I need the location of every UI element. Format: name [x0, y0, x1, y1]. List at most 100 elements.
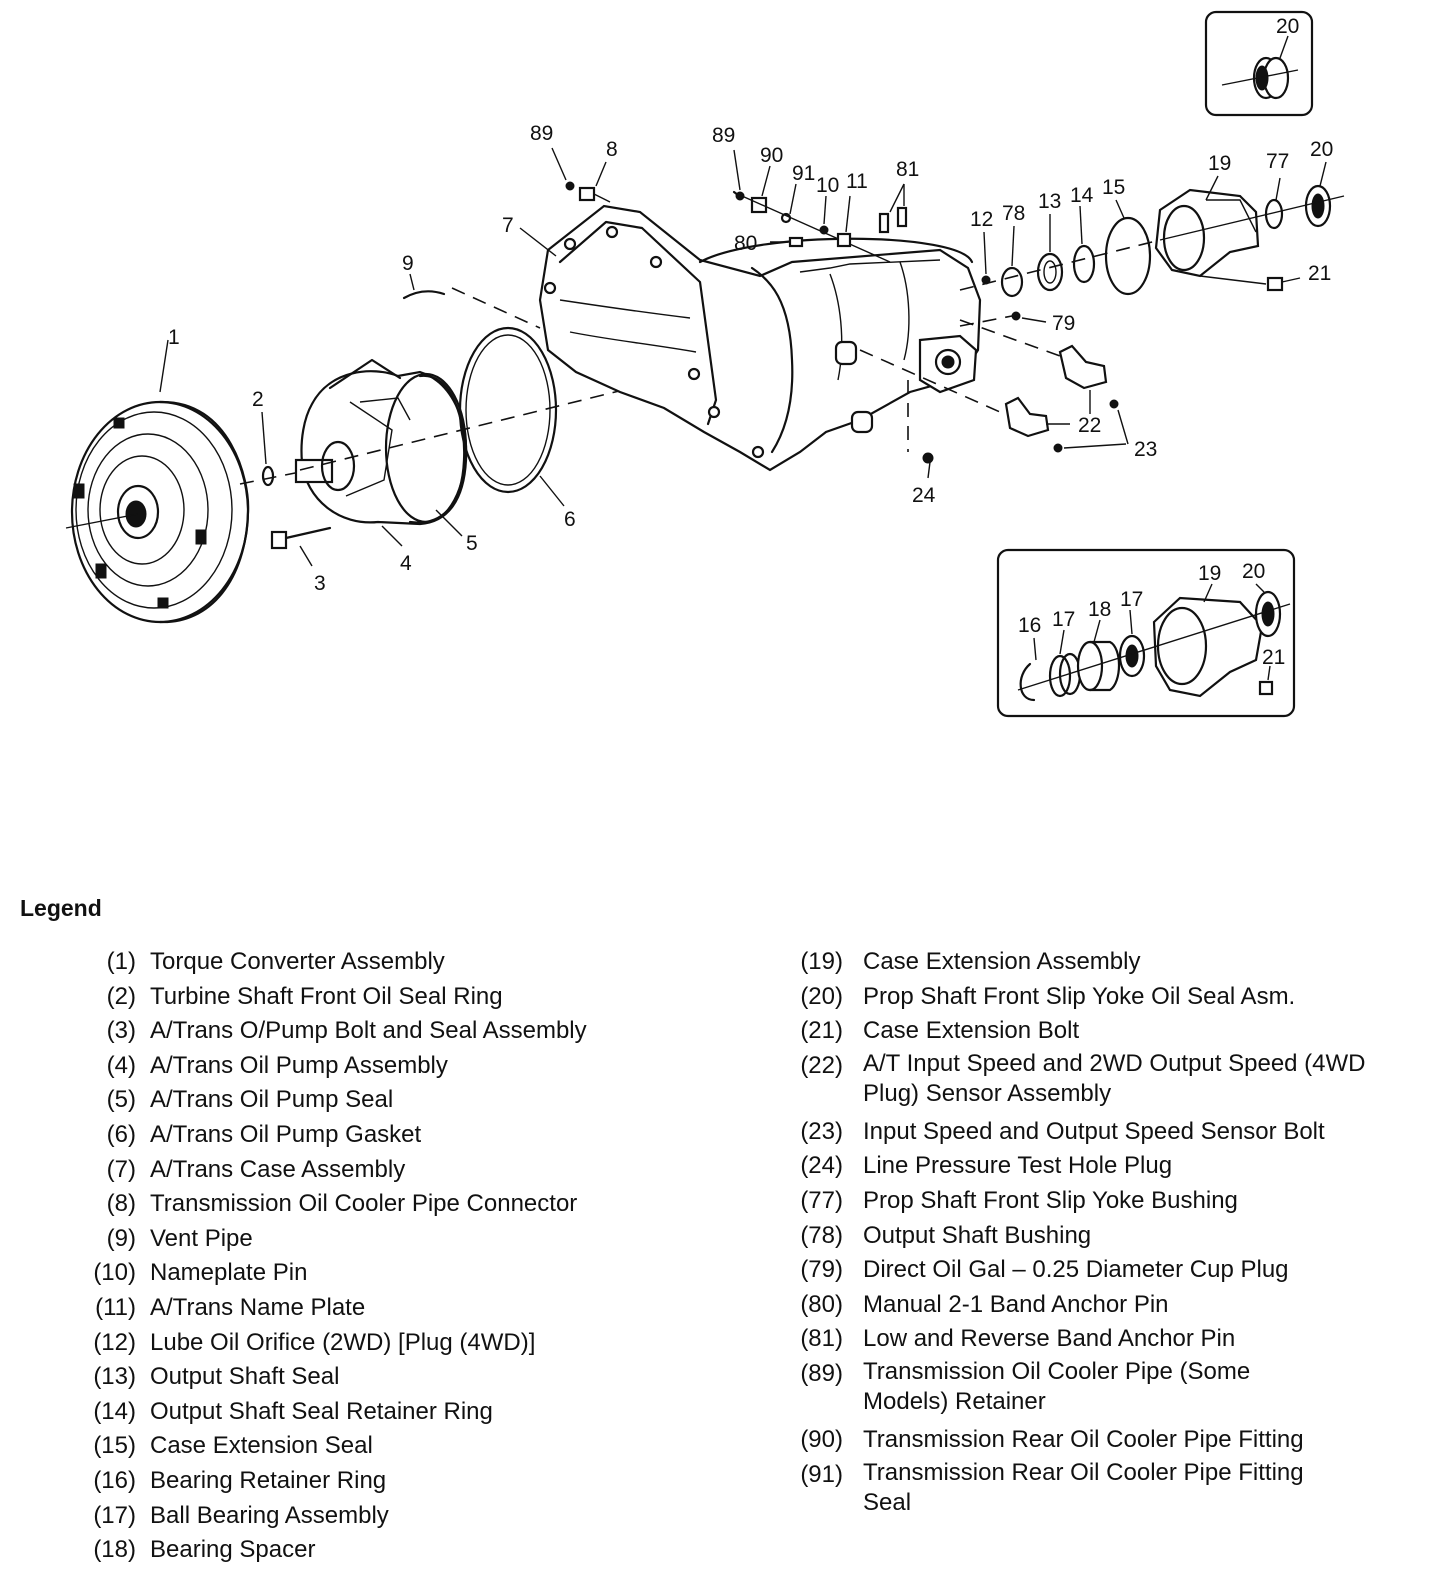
legend-item: (20)Prop Shaft Front Slip Yoke Oil Seal … [788, 980, 1448, 1015]
legend-num: (12) [93, 1328, 136, 1356]
speed-sensors [859, 319, 1129, 479]
callout-inset-20: 20 [1276, 15, 1299, 38]
legend-num: (16) [93, 1466, 136, 1494]
turbine-seal-ring [239, 411, 301, 487]
callout-89b: 89 [712, 124, 735, 147]
legend-item: (6)A/Trans Oil Pump Gasket [58, 1118, 738, 1153]
legend-item: (12) Lube Oil Orifice (2WD) [Plug (4WD)] [58, 1326, 738, 1361]
callout-10: 10 [816, 174, 839, 197]
legend-title: Legend [20, 895, 102, 921]
callout-1: 1 [168, 326, 180, 349]
callout-91: 91 [792, 162, 815, 185]
legend-item: (23) Input Speed and Output Speed Sensor … [788, 1115, 1448, 1150]
legend-num: (13) [93, 1363, 136, 1391]
vent-pipe [402, 273, 541, 329]
legend-label: Prop Shaft Front Slip Yoke Oil Seal Asm. [863, 982, 1296, 1010]
legend-num: (23) [800, 1117, 843, 1145]
legend-label: A/Trans O/Pump Bolt and Seal Assembly [150, 1017, 587, 1045]
legend-item: (13)Output Shaft Seal [58, 1360, 738, 1395]
callout-15: 15 [1102, 176, 1125, 199]
callout-78: 78 [1002, 202, 1025, 225]
legend-num: (91) [800, 1460, 843, 1488]
legend-num: (77) [800, 1186, 843, 1214]
legend-item: (2)Turbine Shaft Front Oil Seal Ring [58, 980, 738, 1015]
case-extension [1154, 161, 1345, 292]
legend-label: A/Trans Oil Pump Seal [150, 1086, 394, 1114]
legend-num: (24) [800, 1152, 843, 1180]
legend-item: (17)Ball Bearing Assembly [58, 1499, 738, 1534]
transmission-case [519, 204, 982, 472]
callout-4: 4 [400, 552, 412, 575]
legend-item: (7) A/Trans Case Assembly [58, 1153, 738, 1188]
legend-label: Output Shaft Seal Retainer Ring [150, 1397, 493, 1425]
oil-pump-seal [408, 374, 466, 537]
exploded-transmission-diagram: 20 [65, 10, 1345, 718]
legend-label: A/Trans Case Assembly [150, 1155, 406, 1183]
legend-num: (8) [106, 1190, 136, 1218]
callout-3: 3 [314, 572, 326, 595]
legend-label: Lube Oil Orifice (2WD) [Plug (4WD)] [150, 1328, 536, 1356]
inset-top: 20 [1204, 10, 1314, 117]
callout-77: 77 [1266, 150, 1289, 173]
legend-num: (80) [800, 1290, 843, 1318]
legend-label: Turbine Shaft Front Oil Seal Ring [150, 982, 503, 1010]
callout-inset-18: 18 [1088, 598, 1111, 621]
legend-label: Torque Converter Assembly [150, 948, 445, 975]
legend-label: Line Pressure Test Hole Plug [863, 1152, 1173, 1180]
callout-6: 6 [564, 508, 576, 531]
legend-num: (90) [800, 1425, 843, 1453]
callout-inset-16: 16 [1018, 614, 1041, 637]
legend-item: (77) Prop Shaft Front Slip Yoke Bushing [788, 1184, 1448, 1219]
legend-label: A/Trans Oil Pump Assembly [150, 1051, 448, 1079]
cup-plug [959, 311, 1047, 327]
legend-item: (8) Transmission Oil Cooler Pipe Connecto… [58, 1187, 738, 1222]
callout-inset-21: 21 [1262, 646, 1285, 669]
legend-item: (18)Bearing Spacer [58, 1533, 738, 1568]
legend-label: Direct Oil Gal – 0.25 Diameter Cup Plug [863, 1256, 1289, 1284]
legend-label: Transmission Oil Cooler Pipe Connector [150, 1190, 578, 1218]
legend-item: (5) A/Trans Oil Pump Seal [58, 1083, 738, 1118]
callout-inset-20b: 20 [1242, 560, 1265, 583]
callout-21: 21 [1308, 262, 1331, 285]
legend-item: (79)Direct Oil Gal – 0.25 Diameter Cup P… [788, 1253, 1448, 1288]
callout-labels: 1 2 3 4 5 6 7 8 9 89 89 90 91 10 11 81 8… [168, 122, 1333, 595]
legend-label: Bearing Spacer [150, 1536, 316, 1564]
legend-num: (78) [800, 1221, 843, 1249]
legend-label: Manual 2-1 Band Anchor Pin [863, 1290, 1169, 1318]
callout-90: 90 [760, 144, 783, 167]
legend-label: Vent Pipe [150, 1224, 253, 1252]
legend-item: (78) Output Shaft Bushing [788, 1219, 1448, 1254]
legend-num: (9) [106, 1224, 136, 1252]
legend-label: A/Trans Oil Pump Gasket [150, 1120, 422, 1148]
legend-num: (81) [800, 1325, 843, 1353]
callout-inset-17b: 17 [1120, 588, 1143, 611]
legend-item: (9) Vent Pipe [58, 1222, 738, 1257]
legend-label: Input Speed and Output Speed Sensor Bolt [863, 1117, 1325, 1145]
callout-2: 2 [252, 388, 264, 411]
callout-22: 22 [1078, 414, 1101, 437]
legend-label: A/T Input Speed and 2WD Output Speed (4W… [863, 1049, 1366, 1107]
legend-num: (11) [95, 1293, 136, 1321]
legend-num: (17) [93, 1501, 136, 1529]
legend-num: (1) [106, 948, 136, 975]
legend-label: Output Shaft Bushing [863, 1221, 1092, 1249]
legend-item: (22) A/T Input Speed and 2WD Output Speed… [788, 1049, 1448, 1115]
legend-label: Prop Shaft Front Slip Yoke Bushing [863, 1186, 1238, 1214]
legend-item: (81)Low and Reverse Band Anchor Pin [788, 1322, 1448, 1357]
callout-14: 14 [1070, 184, 1094, 207]
legend-num: (5) [106, 1086, 136, 1114]
legend-label: Transmission Rear Oil Cooler Pipe Fittin… [863, 1425, 1304, 1453]
legend-num: (4) [106, 1051, 136, 1079]
legend-num: (7) [106, 1155, 136, 1183]
callout-89a: 89 [530, 122, 553, 145]
legend-item: (10)Nameplate Pin [58, 1256, 738, 1291]
legend-left-column: (1) Torque Converter Assembly (2)Turbine … [58, 945, 738, 1568]
callout-20: 20 [1310, 138, 1333, 161]
legend-item: (80) Manual 2-1 Band Anchor Pin [788, 1288, 1448, 1323]
rear-seals [959, 199, 1161, 298]
legend-num: (89) [800, 1359, 843, 1387]
legend-num: (22) [800, 1051, 843, 1079]
legend-item: (14)Output Shaft Seal Retainer Ring [58, 1395, 738, 1430]
callout-7: 7 [502, 214, 514, 237]
pump-bolt [270, 526, 332, 567]
